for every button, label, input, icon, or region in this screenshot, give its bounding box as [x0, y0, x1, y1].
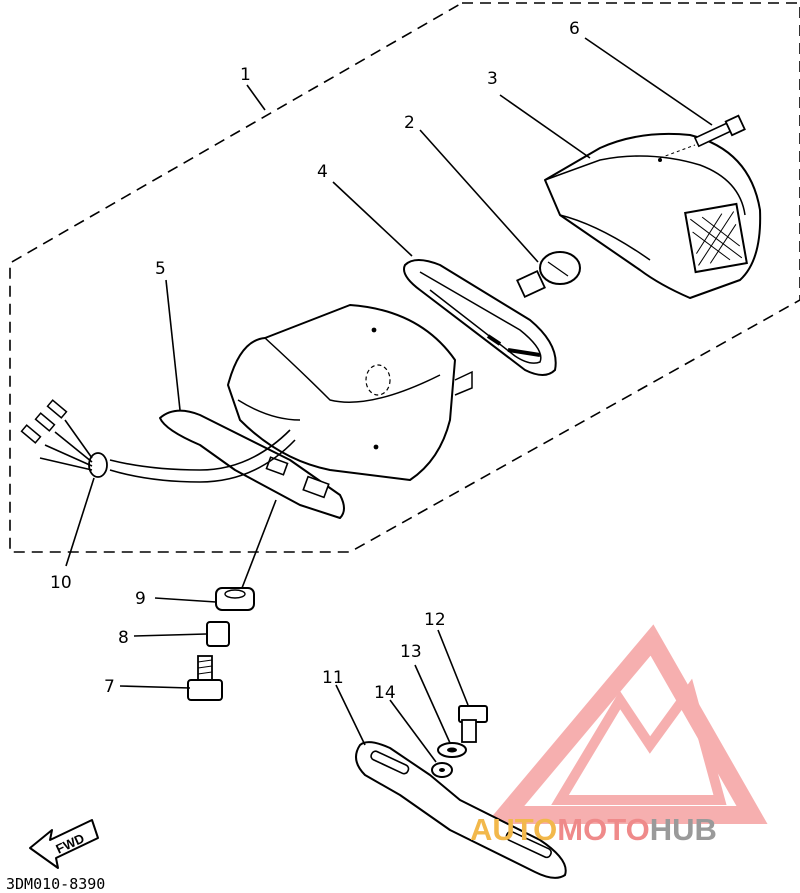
washer	[437, 742, 467, 758]
callout-10: 10	[50, 573, 72, 593]
callout-3: 3	[487, 69, 498, 89]
callout-12: 12	[424, 610, 446, 630]
license-bracket	[355, 741, 567, 879]
watermark-text: AUTOMOTOHUB	[470, 812, 717, 847]
collar	[206, 621, 230, 647]
callout-9: 9	[135, 589, 146, 609]
diagram-code: 3DM010-8390	[6, 875, 105, 893]
fwd-arrow-icon: FWD	[29, 819, 99, 869]
callout-5: 5	[155, 259, 166, 279]
fwd-label: FWD	[53, 830, 86, 856]
watermark-logo	[485, 624, 768, 824]
wire-harness	[20, 399, 296, 483]
mount-bolt	[187, 655, 223, 701]
taillight-lens	[544, 132, 762, 299]
callout-4: 4	[317, 162, 328, 182]
callout-8: 8	[118, 628, 129, 648]
watermark-auto: AUTO	[470, 812, 557, 847]
callout-1: 1	[240, 65, 251, 85]
callout-11: 11	[322, 668, 344, 688]
leader-lines	[65, 37, 713, 763]
lens-screw	[659, 114, 746, 159]
bracket-bolt	[458, 705, 488, 743]
callout-6: 6	[569, 19, 580, 39]
nut	[431, 762, 453, 778]
callout-13: 13	[400, 642, 422, 662]
taillight-housing	[227, 304, 473, 481]
grommet	[215, 587, 255, 611]
bulb	[516, 251, 581, 299]
callout-14: 14	[374, 683, 396, 703]
watermark-hub: HUB	[650, 812, 717, 847]
callout-7: 7	[104, 677, 115, 697]
callout-2: 2	[404, 113, 415, 133]
watermark-moto: MOTO	[557, 812, 649, 847]
gasket	[403, 259, 557, 376]
